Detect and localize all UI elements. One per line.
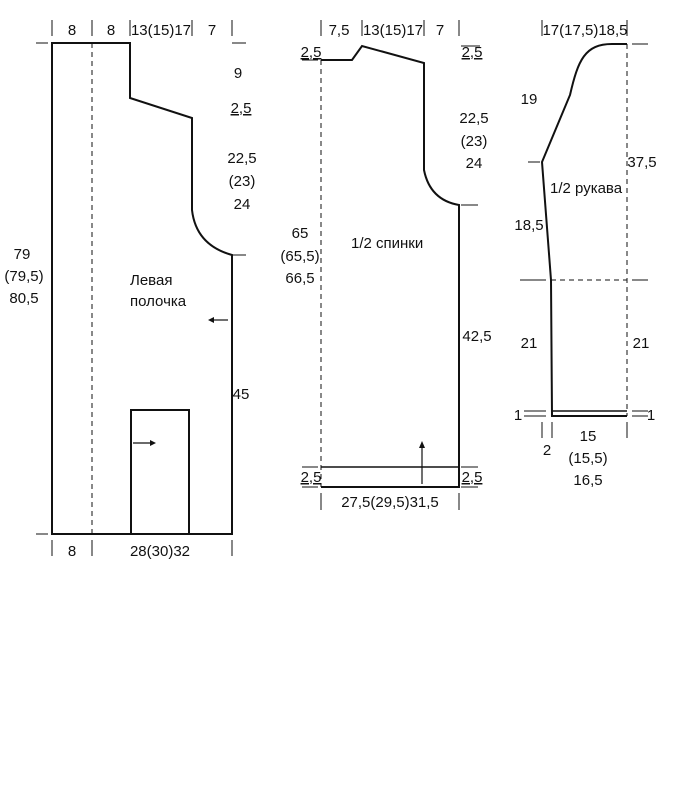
back-bottom: 27,5(29,5)31,5 — [341, 494, 439, 511]
sleeve-bottom-b: (15,5) — [568, 450, 607, 467]
back-outline — [321, 44, 460, 488]
sleeve-right-cuff: 1 — [647, 407, 655, 424]
back-right-b: (23) — [461, 133, 488, 150]
sleeve-left-cap: 19 — [521, 91, 538, 108]
lf-bottom-b1: 8 — [68, 543, 76, 560]
back-ticks — [302, 20, 480, 510]
lf-title-line1: Левая — [130, 272, 172, 289]
back-left-b: (65,5) — [280, 248, 319, 265]
sleeve-left-straight: 21 — [521, 335, 538, 352]
lf-left-a: 79 — [14, 246, 31, 263]
sleeve-title: 1/2 рукава — [550, 180, 623, 197]
back-arrowhead — [419, 441, 425, 448]
lf-right-h3b: (23) — [229, 173, 256, 190]
sleeve-left-cuff: 1 — [514, 407, 522, 424]
lf-top-w3: 13(15)17 — [131, 22, 191, 39]
sleeve-bottom-c: 16,5 — [573, 472, 602, 489]
left-front-top-ticks — [36, 20, 246, 556]
back-right-top-rib: 2,5 — [462, 44, 483, 61]
lf-top-w1: 8 — [68, 22, 76, 39]
back-right-d: 42,5 — [462, 328, 491, 345]
back-right-a: 22,5 — [459, 110, 488, 127]
sleeve-ticks — [520, 20, 648, 438]
back-left-bottom-rib: 2,5 — [301, 469, 322, 486]
left-front-pocket — [130, 409, 190, 534]
lf-left-b: (79,5) — [4, 268, 43, 285]
back-top-w2: 13(15)17 — [363, 22, 423, 39]
lf-right-h1: 9 — [234, 65, 242, 82]
back-right-bottom-rib: 2,5 — [462, 469, 483, 486]
sleeve-outline — [540, 43, 627, 417]
pocket-arrowhead — [150, 440, 156, 446]
sleeve-bottom-a: 15 — [580, 428, 597, 445]
lf-right-h4: 45 — [233, 386, 250, 403]
lf-right-h3a: 22,5 — [227, 150, 256, 167]
back-left-c: 66,5 — [285, 270, 314, 287]
sleeve-bottom-offset: 2 — [543, 442, 551, 459]
left-front-panel: 8 8 13(15)17 7 9 2,5 22,5 (23) 24 45 79 … — [4, 20, 257, 560]
sleeve-panel: 17(17,5)18,5 19 37,5 1/2 рукава 18,5 21 … — [514, 20, 657, 489]
lf-right-h3c: 24 — [234, 196, 251, 213]
lf-right-h2: 2,5 — [231, 100, 252, 117]
lf-title-line2: полочка — [130, 293, 187, 310]
back-panel: 7,5 13(15)17 7 2,5 2,5 22,5 (23) 24 65 (… — [280, 20, 492, 511]
back-right-c: 24 — [466, 155, 483, 172]
lf-bottom-b2: 28(30)32 — [130, 543, 190, 560]
sleeve-right-straight: 21 — [633, 335, 650, 352]
side-arrowhead — [208, 317, 214, 323]
sleeve-left-taper: 18,5 — [514, 217, 543, 234]
lf-top-w2: 8 — [107, 22, 115, 39]
lf-left-c: 80,5 — [9, 290, 38, 307]
sleeve-top: 17(17,5)18,5 — [542, 22, 627, 39]
lf-top-w4: 7 — [208, 22, 216, 39]
back-left-a: 65 — [292, 225, 309, 242]
back-top-w1: 7,5 — [329, 22, 350, 39]
back-title: 1/2 спинки — [351, 235, 423, 252]
back-top-w3: 7 — [436, 22, 444, 39]
back-left-top-rib: 2,5 — [301, 44, 322, 61]
sleeve-right-length: 37,5 — [627, 154, 656, 171]
